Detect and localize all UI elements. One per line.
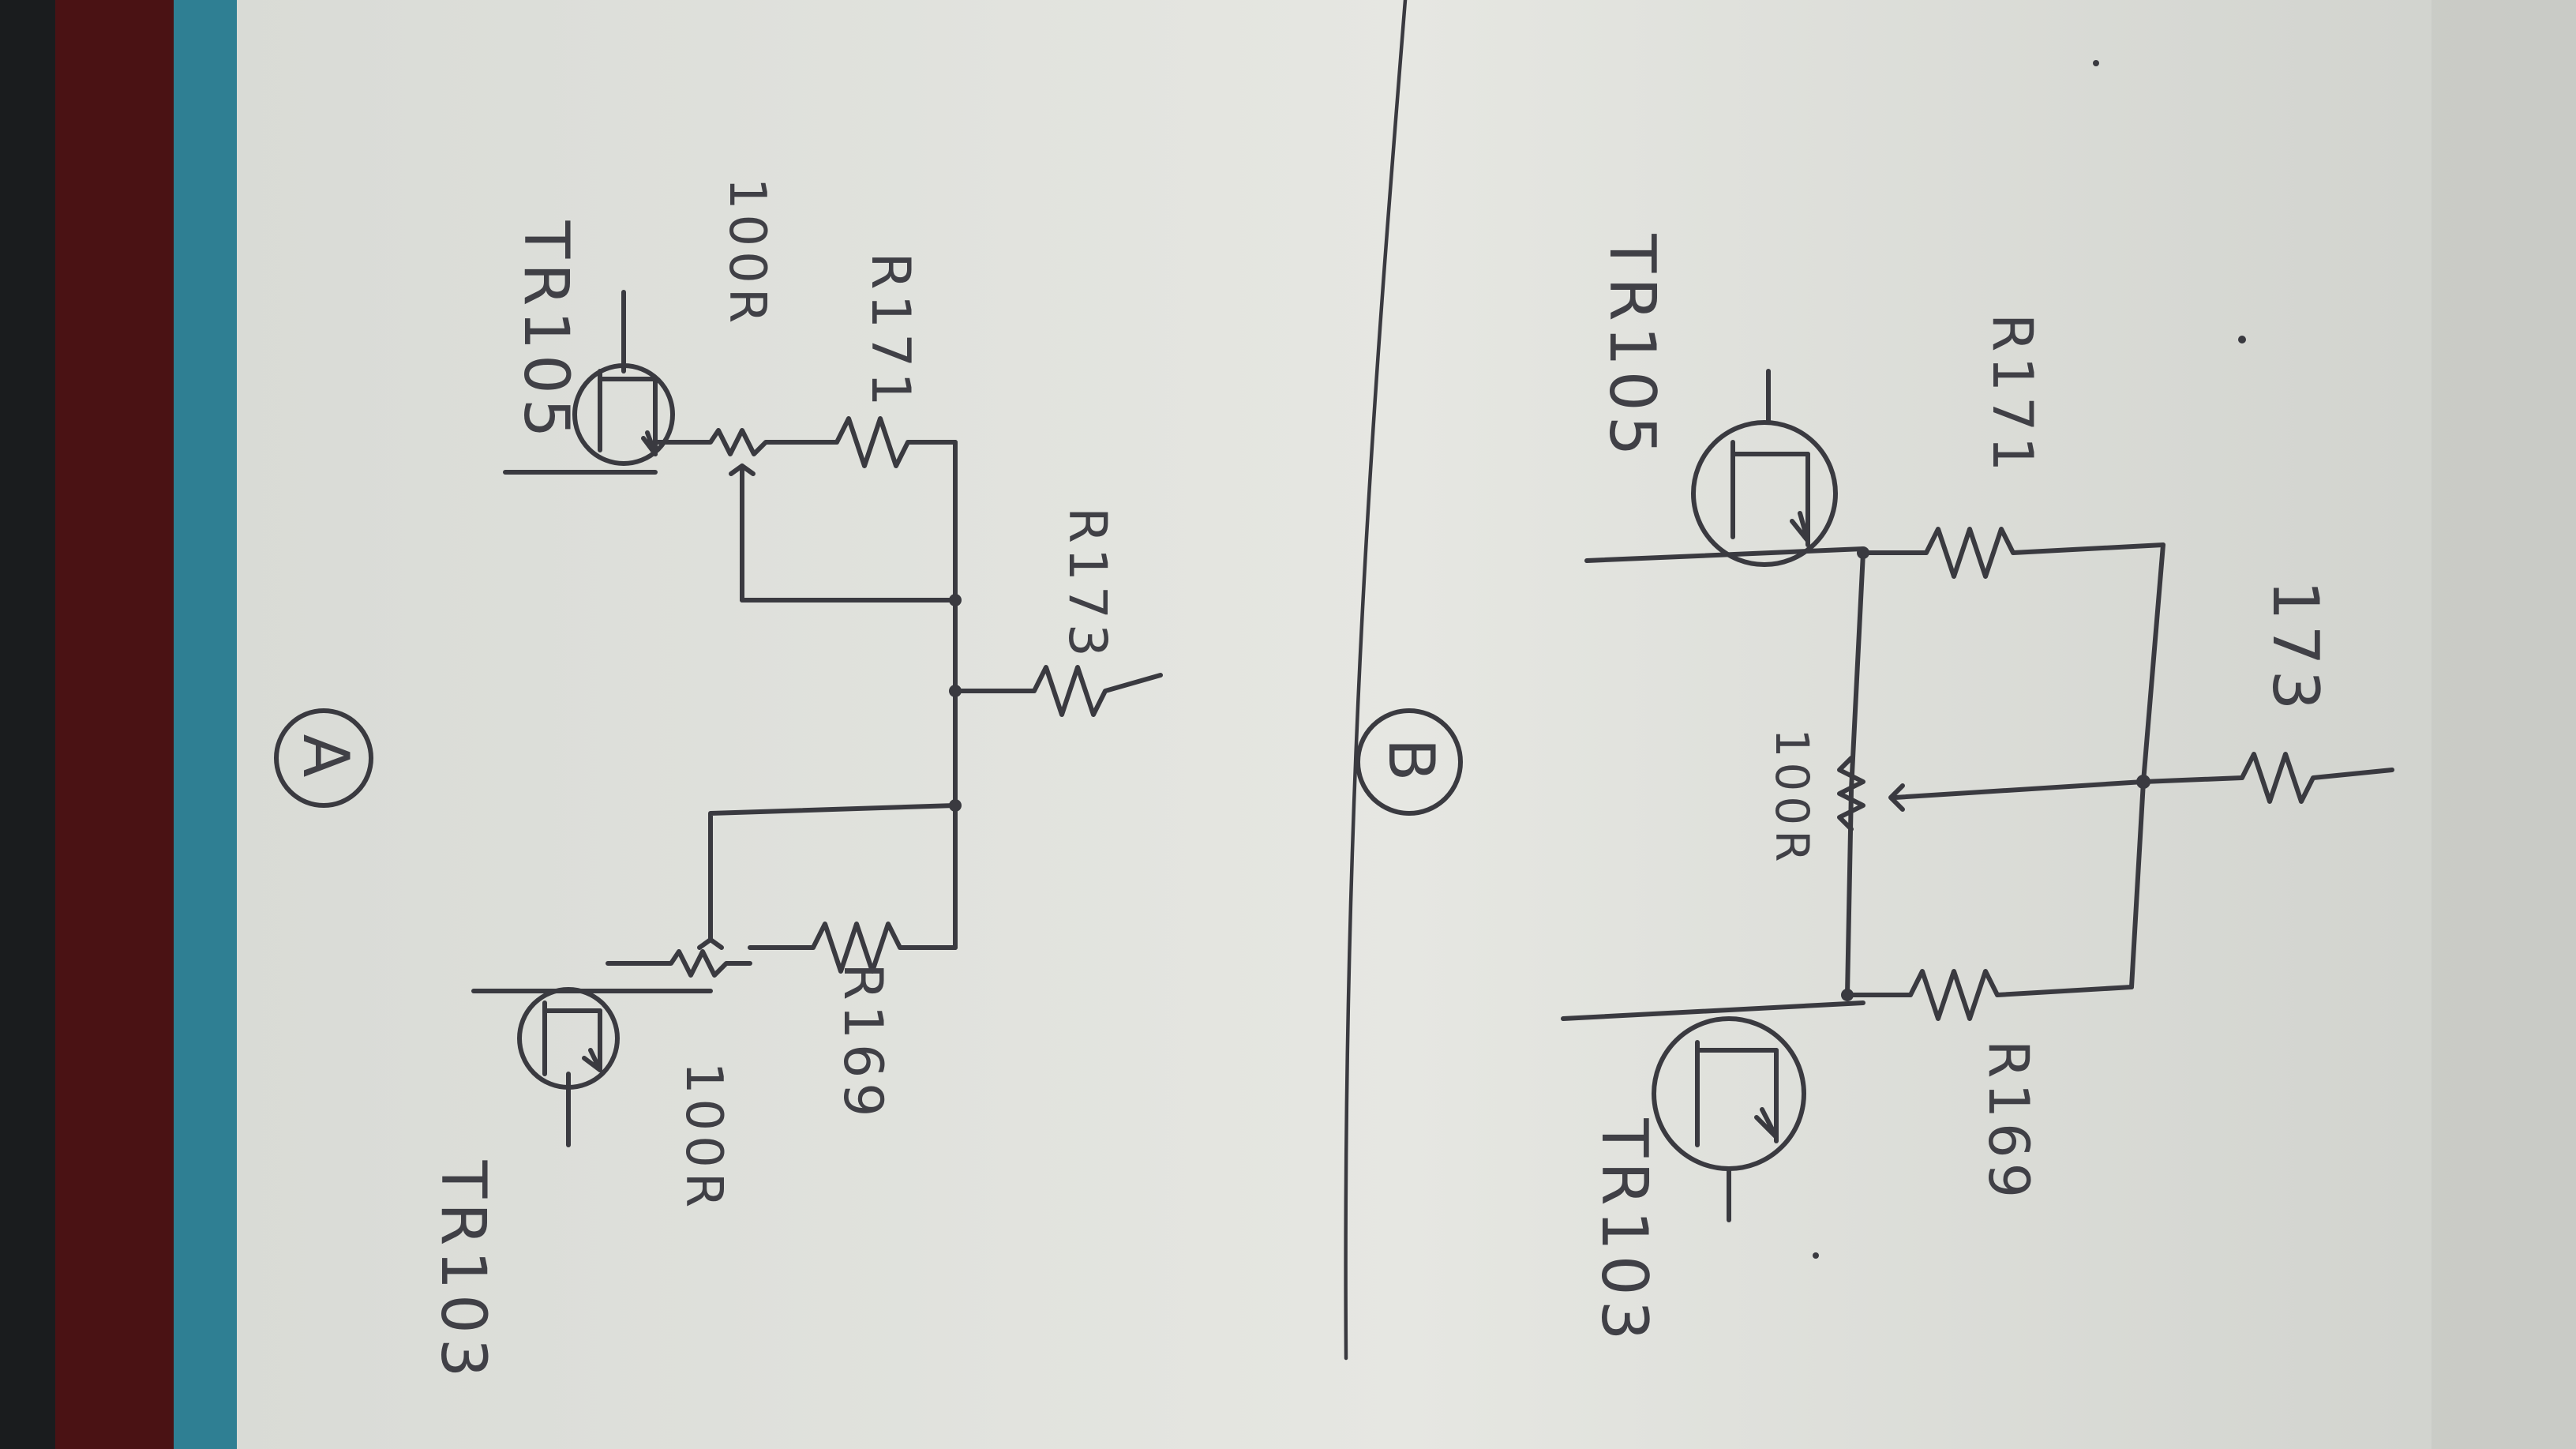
transistor-tr105-a: [503, 290, 675, 475]
r171-label-a: R171: [859, 252, 921, 411]
paper-shadow: [2432, 0, 2576, 1449]
background-red-strip: [55, 0, 174, 1449]
resistor-r171-b: [1861, 527, 2165, 579]
r169-label-a: R169: [831, 963, 894, 1121]
tr105-label-a: TR105: [510, 220, 581, 443]
resistor-r169-a: [748, 922, 958, 974]
separator-curve: [1344, 0, 1408, 1361]
resistor-r169-b: [1845, 969, 2134, 1021]
circuit-b-label: B: [1374, 738, 1448, 786]
pot-label-b: 100R: [1765, 728, 1819, 866]
pot-right-label-a: 100R: [718, 178, 776, 328]
pot-left-label-a: 100R: [674, 1062, 733, 1213]
wiper-link-left-a: [708, 803, 958, 839]
tr103-label-b: TR103: [1588, 1117, 1661, 1345]
tr105-label-b: TR105: [1595, 233, 1669, 460]
circuit-b: B TR103 TR105 100R: [1355, 233, 2394, 1346]
transistor-tr103-a: [471, 987, 713, 1147]
paper-sheet: [237, 0, 2576, 1449]
resistor-r171-a: [787, 416, 958, 468]
r169-label-b: R169: [1976, 1040, 2041, 1203]
pot-right-a: [653, 428, 792, 456]
r173-label-a: R173: [1057, 507, 1118, 662]
r173-label-b: 173: [2259, 580, 2332, 715]
tr103-label-a: TR103: [427, 1160, 498, 1383]
circuit-b-label-circle: [1355, 708, 1463, 816]
circuit-a: A TR103 TR105 100R R169: [274, 178, 1163, 1383]
circuit-a-label: A: [289, 734, 362, 783]
r171-label-b: R171: [1980, 313, 2045, 476]
resistor-r173-b: [2141, 752, 2394, 804]
transistor-tr105-b: [1584, 369, 1865, 567]
pot-wiper-b: [1892, 779, 2146, 800]
transistor-tr103-b: [1561, 1000, 1865, 1222]
background-teal-strip: [174, 0, 245, 1449]
circuit-a-label-circle: [274, 708, 373, 808]
pot-100r-b: [1837, 756, 1865, 831]
pot-left-a: [606, 949, 752, 978]
resistor-r173-a: [953, 665, 1163, 717]
